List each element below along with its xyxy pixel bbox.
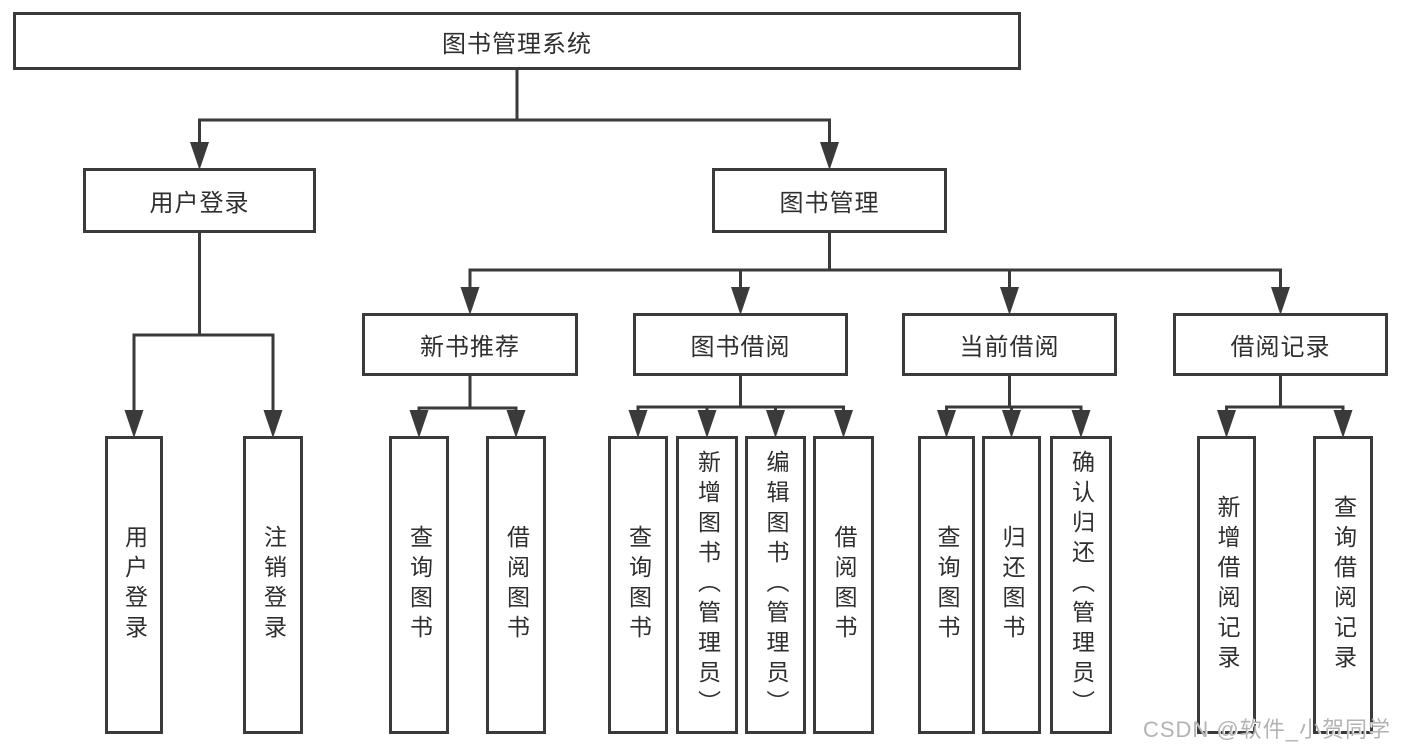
node-label: 图书管理 [779,190,880,217]
node-root: 图书管理系统 [13,12,1021,70]
arrowhead-icon [766,410,785,438]
node-leaf-br-add: 新增借阅记录 [1197,436,1256,734]
arrowhead-icon [460,287,480,315]
node-leaf-login: 用户登录 [105,436,163,734]
node-book-mgmt: 图书管理 [712,168,947,233]
node-leaf-nb-borrow: 借阅图书 [486,436,546,734]
node-new-book-rec: 新书推荐 [362,313,578,376]
node-label: 查询图书 [934,525,960,645]
edge-lines [468,231,1282,291]
node-current-borrow: 当前借阅 [902,313,1117,376]
edge-new-book-rec [409,374,526,438]
arrowhead-icon [1071,410,1091,438]
node-label: 借阅记录 [1230,334,1331,361]
node-label: 借阅图书 [831,525,857,645]
arrowhead-icon [190,142,209,170]
arrowhead-icon [506,410,526,438]
arrowhead-icon [1271,287,1290,315]
edge-lines [198,68,831,146]
node-leaf-cb-return: 归还图书 [982,436,1041,734]
node-book-borrow: 图书借阅 [633,313,848,376]
node-label: 确认归还（管理员） [1068,450,1095,720]
edge-current-borrow [937,374,1091,438]
edge-lines [417,374,518,414]
arrowhead-icon [697,410,717,438]
arrowhead-icon [820,142,839,170]
edge-book-borrow [628,374,853,438]
node-leaf-bb-borrow: 借阅图书 [813,436,874,734]
arrowhead-icon [263,410,283,438]
edge-user-login [124,231,283,438]
watermark: CSDN @软件_小贺同学 [1142,717,1391,742]
arrowhead-icon [1002,410,1021,438]
arrowhead-icon [834,410,853,438]
edge-lines [132,231,275,414]
node-leaf-cb-confirm: 确认归还（管理员） [1050,436,1112,734]
node-leaf-cb-query: 查询图书 [918,436,975,734]
node-label: 借阅图书 [503,525,530,645]
node-label: 新书推荐 [420,334,520,361]
node-leaf-bb-add: 新增图书（管理员） [676,436,738,734]
node-leaf-bb-edit: 编辑图书（管理员） [745,436,806,734]
node-label: 图书管理系统 [442,30,592,58]
node-label: 新增图书（管理员） [694,450,721,720]
arrowhead-icon [731,287,750,315]
node-leaf-logout: 注销登录 [243,436,303,734]
node-leaf-br-query: 查询借阅记录 [1313,436,1373,734]
node-label: 查询借阅记录 [1330,495,1357,675]
arrowhead-icon [937,410,956,438]
edge-lines [636,374,845,414]
node-leaf-bb-query: 查询图书 [608,436,668,734]
node-label: 用户登录 [149,190,250,217]
node-label: 编辑图书（管理员） [763,450,789,720]
node-label: 新增借阅记录 [1214,495,1240,675]
node-leaf-nb-query: 查询图书 [389,436,449,734]
node-label: 当前借阅 [959,334,1060,361]
node-label: 图书借阅 [690,334,791,361]
arrowhead-icon [409,410,429,438]
arrowhead-icon [124,410,144,438]
edge-lines [945,374,1083,414]
arrowhead-icon [1217,410,1236,438]
edge-root [190,68,839,170]
node-borrow-record: 借阅记录 [1173,313,1388,376]
edge-book-mgmt [460,231,1290,315]
node-label: 查询图书 [406,525,433,645]
node-label: 注销登录 [260,525,287,645]
node-user-login: 用户登录 [83,168,316,233]
node-label: 用户登录 [121,525,148,645]
arrowhead-icon [628,410,648,438]
edge-borrow-record [1217,374,1353,438]
edge-lines [1225,374,1345,414]
node-label: 归还图书 [999,525,1025,645]
node-label: 查询图书 [625,525,652,645]
arrowhead-icon [1333,410,1353,438]
arrowhead-icon [1000,287,1019,315]
